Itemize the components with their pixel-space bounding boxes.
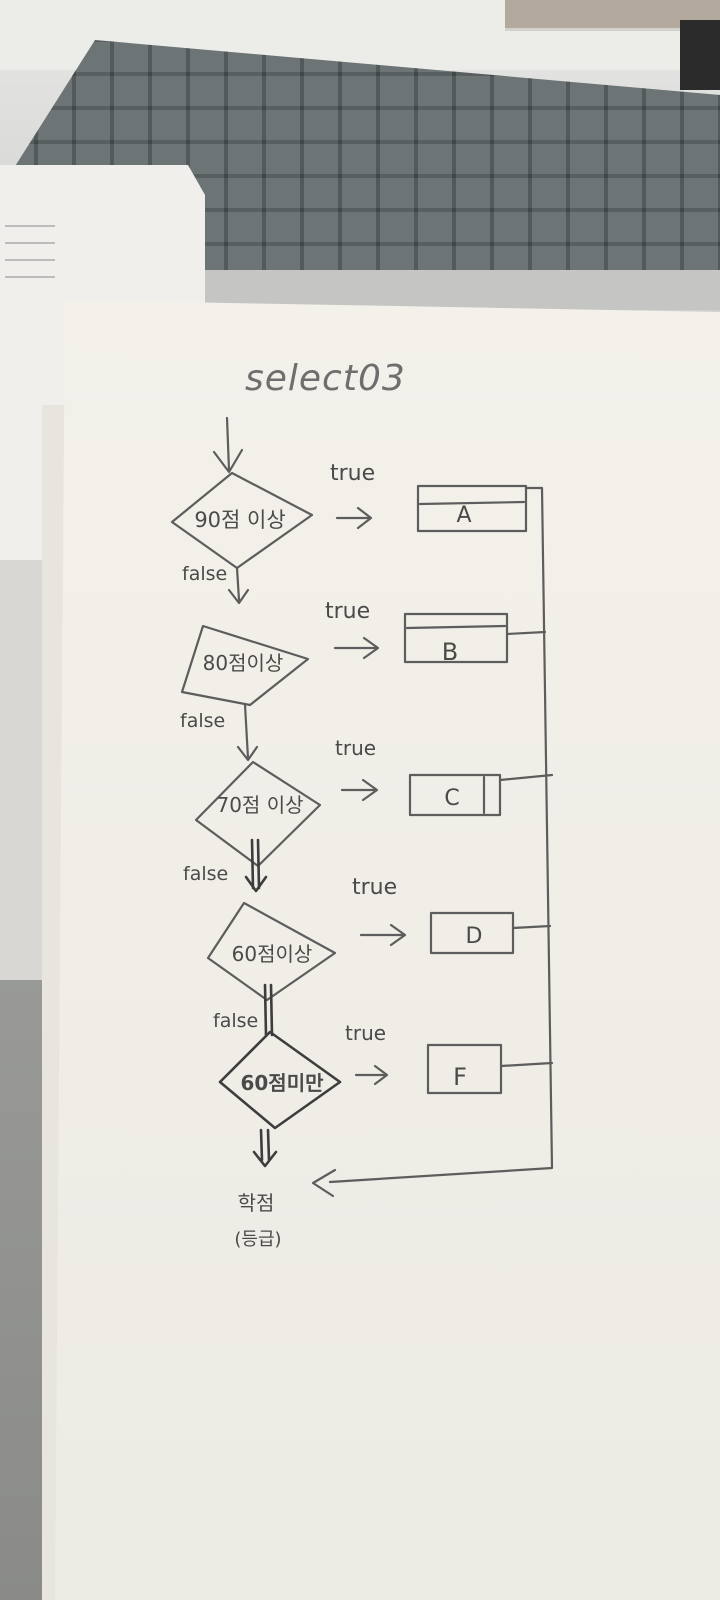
paper-printed-lines <box>5 215 55 285</box>
decision-5-true-arrow <box>354 1064 389 1086</box>
flowchart-title: select03 <box>245 358 406 399</box>
result-c-box <box>408 773 502 817</box>
result-b-label: B <box>442 638 458 666</box>
decision-5-diamond <box>218 1030 342 1130</box>
decision-4-diamond <box>206 901 337 1002</box>
decision-5-label: 60점미만 <box>240 1071 324 1095</box>
merge-arrowhead <box>311 1168 337 1198</box>
result-b-box-inner-line <box>405 624 507 630</box>
notebook-page <box>55 300 720 1600</box>
decision-5-false-arrow <box>252 1128 278 1168</box>
decision-1-false-label: false <box>182 563 227 585</box>
merge-line <box>328 486 554 1184</box>
result-d-box <box>429 911 515 955</box>
decision-4-false-arrow <box>263 983 274 1037</box>
decision-2-true-label: true <box>325 599 370 624</box>
decision-4-true-label: true <box>352 875 397 900</box>
decision-5-true-label: true <box>345 1021 386 1045</box>
entry-arrow <box>212 416 244 474</box>
end-label: 학점 <box>238 1191 275 1215</box>
result-a-box <box>416 484 528 533</box>
decision-1-label: 90점 이상 <box>194 508 285 532</box>
decision-3-label: 70점 이상 <box>216 793 303 817</box>
end-sublabel: (등급) <box>234 1229 281 1250</box>
result-c-label: C <box>444 786 459 811</box>
result-f-label: F <box>453 1063 467 1091</box>
decision-3-false-label: false <box>183 863 228 885</box>
result-a-box-inner-line <box>418 500 526 506</box>
result-b-connector <box>505 630 547 636</box>
decision-1-true-label: true <box>330 461 375 486</box>
decision-4-label: 60점이상 <box>232 942 313 966</box>
result-b-box <box>403 612 509 664</box>
result-f-connector <box>499 1061 554 1068</box>
device-edge <box>680 20 720 90</box>
decision-4-true-arrow <box>359 923 407 947</box>
decision-2-diamond <box>180 624 310 707</box>
decision-1-true-arrow <box>335 506 373 530</box>
decision-3-true-label: true <box>335 736 376 760</box>
result-d-label: D <box>466 924 483 949</box>
result-a-label: A <box>456 503 471 528</box>
decision-2-label: 80점이상 <box>203 651 284 675</box>
result-c-connector <box>498 773 554 782</box>
result-f-box <box>426 1043 503 1095</box>
decision-1-false-arrow <box>227 566 250 605</box>
decision-4-false-label: false <box>213 1010 258 1032</box>
decision-3-false-arrow <box>244 838 268 893</box>
decision-3-true-arrow <box>340 778 379 802</box>
decision-2-false-arrow <box>236 703 259 762</box>
result-d-connector <box>511 924 552 930</box>
decision-2-true-arrow <box>333 636 380 660</box>
decision-2-false-label: false <box>180 710 225 732</box>
